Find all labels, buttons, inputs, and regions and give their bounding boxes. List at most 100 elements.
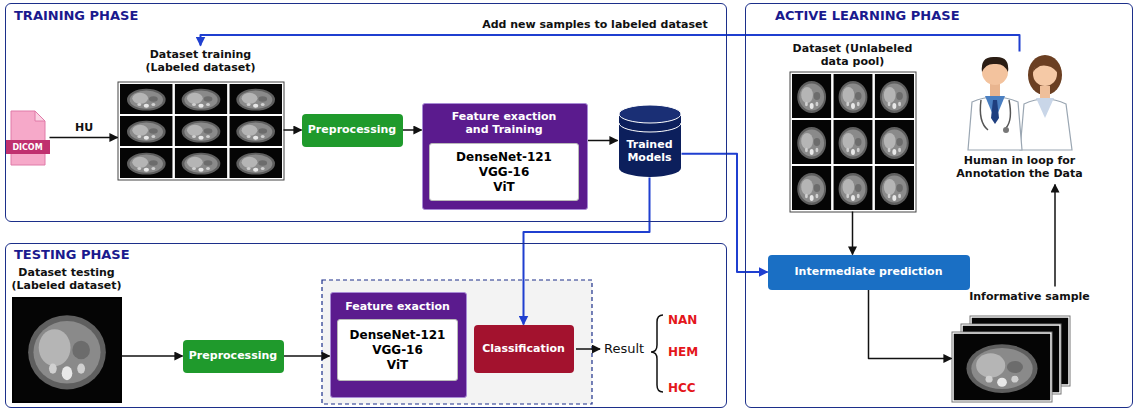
class-label: HEM bbox=[668, 345, 698, 359]
result-arrow bbox=[576, 348, 600, 350]
file-type-label: DICOM bbox=[6, 141, 50, 154]
flow-arrow bbox=[682, 154, 768, 272]
flow-arrow bbox=[284, 129, 302, 131]
box-label: Preprocessing bbox=[308, 123, 396, 137]
doctor-shirt bbox=[1036, 98, 1054, 118]
file-icon-shape bbox=[6, 110, 50, 166]
image-frame bbox=[12, 297, 122, 403]
process-box: Classification bbox=[474, 325, 574, 373]
ct-slice bbox=[875, 74, 914, 118]
panel-title: ACTIVE LEARNING PHASE bbox=[775, 8, 960, 24]
model-name: VGG-16 bbox=[479, 165, 530, 180]
doctor-hair bbox=[1033, 60, 1057, 72]
model-name: ViT bbox=[493, 180, 514, 195]
doctor-coat bbox=[968, 97, 1022, 150]
image-frame bbox=[118, 82, 284, 180]
image-frame bbox=[12, 297, 122, 403]
store-label: Trained Models bbox=[620, 138, 680, 164]
ct-slice bbox=[792, 166, 831, 210]
result-label: Result bbox=[604, 341, 644, 357]
ct-slice bbox=[833, 74, 872, 118]
phase-panel: ACTIVE LEARNING PHASE Dataset (Unlabeled … bbox=[745, 3, 1133, 408]
annotator-figure: Human in loop for Annotation the Data bbox=[945, 52, 1095, 182]
class-label: HCC bbox=[668, 381, 696, 395]
flow-arrow bbox=[1054, 185, 1056, 287]
process-box: Intermediate prediction bbox=[768, 255, 970, 290]
flow-arrow bbox=[122, 355, 183, 357]
model-name: VGG-16 bbox=[372, 343, 423, 358]
doctor-neck bbox=[1040, 86, 1050, 98]
image-frame bbox=[952, 332, 1052, 402]
ct-slice bbox=[229, 84, 282, 114]
image-caption: Dataset testing (Labeled dataset) bbox=[5, 266, 129, 292]
doctor-tie bbox=[991, 100, 999, 124]
model-name: DenseNet-121 bbox=[350, 328, 446, 343]
image-grid-frame bbox=[790, 72, 916, 212]
cylinder-ring bbox=[619, 123, 681, 132]
edge-label: HU bbox=[73, 121, 95, 134]
phase-panel: TRAINING PHASE DICOM Dataset training (Lab… bbox=[5, 3, 727, 222]
cylinder-top bbox=[619, 105, 681, 123]
model-store-cylinder: Trained Models bbox=[618, 104, 682, 178]
doctor-hair bbox=[982, 57, 1008, 72]
dicom-file-icon: DICOM bbox=[6, 110, 50, 166]
curly-brace bbox=[651, 315, 663, 392]
ct-slice bbox=[229, 116, 282, 146]
stethoscope bbox=[980, 100, 1010, 130]
ct-slice bbox=[120, 116, 173, 146]
box-label: Intermediate prediction bbox=[795, 265, 943, 279]
file-body bbox=[11, 111, 45, 165]
ct-slice bbox=[14, 299, 120, 401]
panel-title: TESTING PHASE bbox=[14, 247, 130, 263]
dashed-region bbox=[322, 280, 592, 404]
edge-label: Add new samples to labeled dataset bbox=[480, 18, 710, 31]
flow-arrow bbox=[588, 140, 618, 142]
image-set: Dataset testing (Labeled dataset) bbox=[12, 266, 122, 403]
ct-slice bbox=[120, 84, 173, 114]
ct-slice bbox=[875, 120, 914, 164]
process-box: Preprocessing bbox=[302, 114, 403, 147]
file-fold bbox=[35, 111, 45, 121]
phase-panel: TESTING PHASE Dataset testing (Labeled da… bbox=[5, 243, 727, 408]
stethoscope bbox=[1003, 127, 1009, 133]
class-label: NAN bbox=[668, 313, 697, 327]
model-group-box: Feature exaction and TrainingDenseNet-12… bbox=[422, 103, 588, 210]
ct-slice bbox=[175, 116, 228, 146]
image-frame bbox=[952, 316, 1070, 402]
ct-slice bbox=[954, 334, 1051, 401]
flow-arrow bbox=[869, 290, 952, 359]
ct-slice bbox=[875, 166, 914, 210]
panel-title: TRAINING PHASE bbox=[14, 8, 138, 24]
group-heading: Feature exaction and Training bbox=[439, 110, 569, 136]
model-name: ViT bbox=[387, 358, 408, 373]
image-frame bbox=[790, 72, 916, 212]
doctor-coat bbox=[1020, 99, 1072, 150]
flow-arrow bbox=[852, 212, 854, 255]
file-band bbox=[6, 140, 50, 154]
model-name: DenseNet-121 bbox=[456, 150, 552, 165]
figure-caption: Human in loop for Annotation the Data bbox=[947, 154, 1092, 180]
image-set: Dataset training (Labeled dataset) bbox=[118, 48, 284, 180]
group-heading: Feature exaction bbox=[335, 300, 460, 313]
ct-slice bbox=[175, 148, 228, 178]
image-caption: Dataset (Unlabeled data pool) bbox=[783, 42, 923, 68]
image-set: Dataset (Unlabeled data pool) bbox=[783, 42, 923, 212]
flow-arrow bbox=[284, 355, 330, 357]
ct-slice bbox=[175, 84, 228, 114]
process-box: Preprocessing bbox=[183, 340, 284, 373]
model-list-box: DenseNet-121VGG-16ViT bbox=[429, 143, 579, 201]
box-label: Preprocessing bbox=[189, 349, 277, 363]
ct-slice bbox=[229, 148, 282, 178]
flow-arrow bbox=[403, 129, 422, 131]
image-set: Informative sample bbox=[950, 290, 1110, 404]
ct-slice bbox=[120, 148, 173, 178]
model-list-box: DenseNet-121VGG-16ViT bbox=[337, 319, 458, 381]
image-caption: Informative sample bbox=[950, 290, 1110, 303]
ct-slice bbox=[833, 120, 872, 164]
flow-arrow bbox=[50, 137, 118, 139]
image-caption: Dataset training (Labeled dataset) bbox=[136, 48, 266, 74]
image-grid-frame bbox=[118, 82, 284, 180]
ct-slice bbox=[792, 74, 831, 118]
